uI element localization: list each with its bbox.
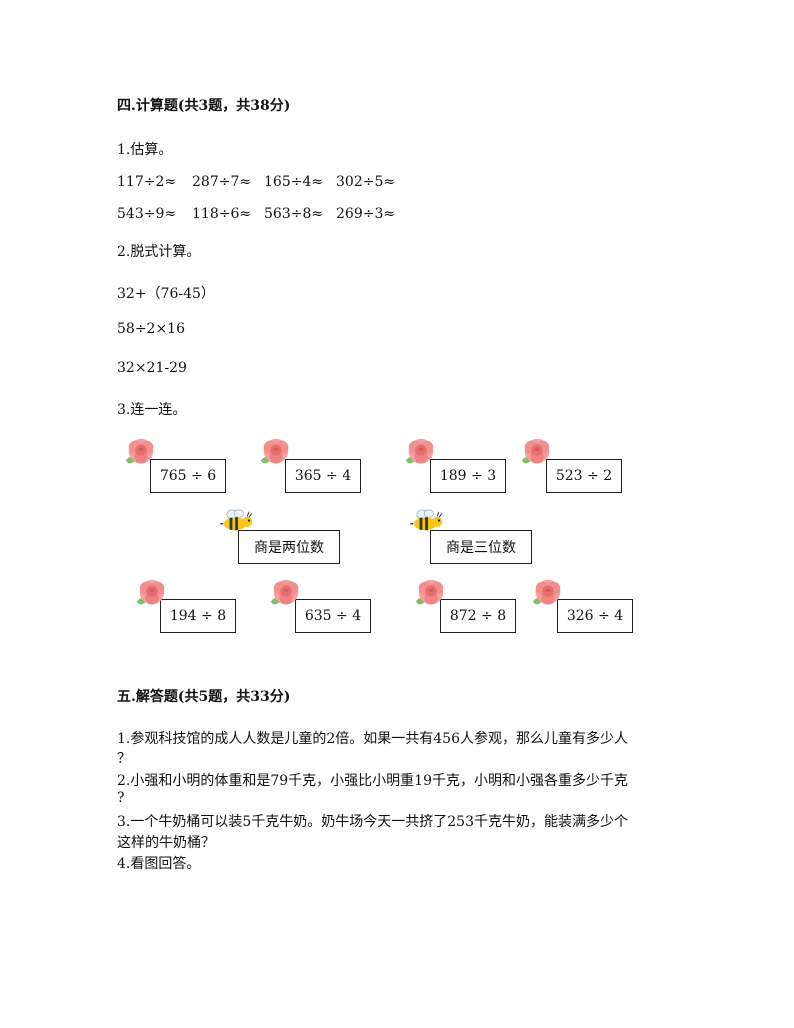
estimate-item: 117÷2≈ xyxy=(117,174,177,190)
bee-icon xyxy=(220,509,254,533)
rose-flower-icon xyxy=(529,577,567,611)
division-box[interactable]: 365 ÷ 4 xyxy=(285,459,361,493)
rose-flower-icon xyxy=(402,436,440,470)
estimate-item: 287÷7≈ xyxy=(192,174,252,190)
calc-item: 32×21-29 xyxy=(117,360,187,376)
estimate-item: 269÷3≈ xyxy=(336,206,396,222)
quotient-category-box[interactable]: 商是三位数 xyxy=(430,530,532,564)
problem-text: 1.参观科技馆的成人人数是儿童的2倍。如果一共有456人参观，那么儿童有多少人 xyxy=(117,731,628,747)
rose-flower-icon xyxy=(257,436,295,470)
estimate-item: 118÷6≈ xyxy=(192,206,252,222)
division-box[interactable]: 194 ÷ 8 xyxy=(160,599,236,633)
estimate-item: 563÷8≈ xyxy=(264,206,324,222)
problem-text: 这样的牛奶桶？ xyxy=(117,835,215,851)
division-box[interactable]: 523 ÷ 2 xyxy=(546,459,622,493)
rose-flower-icon xyxy=(518,436,556,470)
q1-label: 1.估算。 xyxy=(117,142,173,158)
division-box[interactable]: 189 ÷ 3 xyxy=(430,459,506,493)
division-box[interactable]: 635 ÷ 4 xyxy=(295,599,371,633)
bee-icon xyxy=(410,509,444,533)
q3-label: 3.连一连。 xyxy=(117,402,187,418)
problem-text: 4.看图回答。 xyxy=(117,856,201,872)
problem-text: 2.小强和小明的体重和是79千克，小强比小明重19千克，小明和小强各重多少千克 xyxy=(117,773,628,789)
rose-flower-icon xyxy=(133,577,171,611)
q2-label: 2.脱式计算。 xyxy=(117,244,201,260)
problem-text: ? xyxy=(117,790,125,806)
quotient-category-box[interactable]: 商是两位数 xyxy=(238,530,340,564)
division-box[interactable]: 765 ÷ 6 xyxy=(150,459,226,493)
estimate-item: 302÷5≈ xyxy=(336,174,396,190)
estimate-item: 543÷9≈ xyxy=(117,206,177,222)
rose-flower-icon xyxy=(122,436,160,470)
section4-title: 四.计算题(共3题，共38分) xyxy=(117,98,291,114)
estimate-item: 165÷4≈ xyxy=(264,174,324,190)
problem-text: ？ xyxy=(117,751,131,767)
division-box[interactable]: 326 ÷ 4 xyxy=(557,599,633,633)
rose-flower-icon xyxy=(412,577,450,611)
problem-text: 3.一个牛奶桶可以装5千克牛奶。奶牛场今天一共挤了253千克牛奶，能装满多少个 xyxy=(117,814,628,830)
section5-title: 五.解答题(共5题，共33分) xyxy=(117,689,291,705)
calc-item: 58÷2×16 xyxy=(117,321,185,337)
rose-flower-icon xyxy=(267,577,305,611)
calc-item: 32+（76-45） xyxy=(117,286,215,302)
division-box[interactable]: 872 ÷ 8 xyxy=(440,599,516,633)
